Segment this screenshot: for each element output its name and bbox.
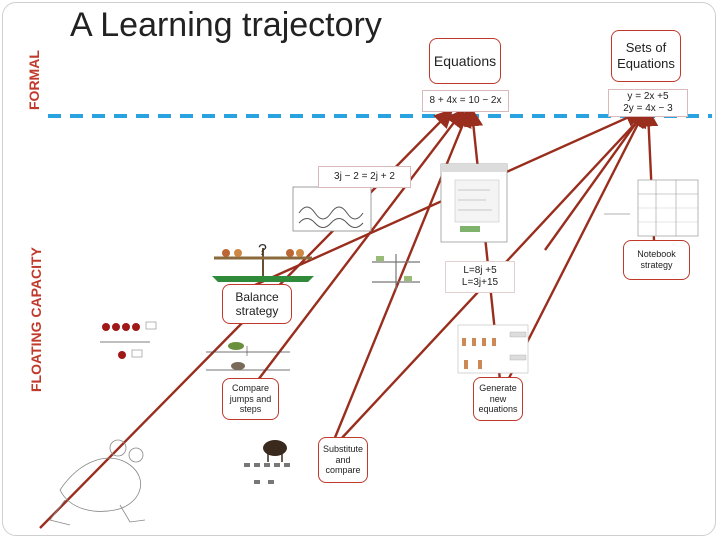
graph-thumbnail xyxy=(292,186,372,232)
sets-of-equations-label: Sets of Equations xyxy=(617,40,675,71)
equations-node: Equations xyxy=(429,38,501,84)
generate-equations-node: Generate new equations xyxy=(473,377,523,421)
l-equations-box: L=8j +5 L=3j+15 xyxy=(445,261,515,293)
arrow-generate-to-sets xyxy=(506,107,647,381)
small-balance-thumbnail xyxy=(372,254,420,290)
compare-jumps-label: Compare jumps and steps xyxy=(229,382,272,415)
set-example-line-1: y = 2x +5 xyxy=(627,90,669,102)
notebook-strategy-label: Notebook strategy xyxy=(637,249,676,270)
counter-thumbnail xyxy=(457,324,529,374)
arrow-table-to-sets xyxy=(544,108,647,251)
balance-scale-thumbnail: ? xyxy=(212,242,314,282)
floating-equation-text: 3j − 2 = 2j + 2 xyxy=(334,170,395,182)
l-equation-line-2: L=3j+15 xyxy=(461,277,499,288)
sets-of-equations-node: Sets of Equations xyxy=(611,30,681,82)
number-line-thumbnail xyxy=(206,342,290,371)
frog-sketch xyxy=(49,439,146,526)
table-thumbnail xyxy=(604,179,699,237)
l-equation-line-1: L=8j +5 xyxy=(463,264,497,276)
substitute-compare-label: Substitute and compare xyxy=(322,443,364,476)
software-window-thumbnail xyxy=(440,163,508,243)
svg-text:?: ? xyxy=(258,242,267,259)
equations-label: Equations xyxy=(433,52,497,69)
arrow-compare-to-equation xyxy=(257,108,465,381)
compare-jumps-node: Compare jumps and steps xyxy=(222,378,279,420)
generate-equations-label: Generate new equations xyxy=(478,382,518,415)
balance-strategy-label: Balance strategy xyxy=(235,289,279,318)
floating-equation-box: 3j − 2 = 2j + 2 xyxy=(318,166,411,188)
yak-beads-thumbnail xyxy=(244,440,290,484)
equation-example-box: 8 + 4x = 10 − 2x xyxy=(422,90,509,112)
apples-thumbnail xyxy=(100,321,157,359)
substitute-compare-node: Substitute and compare xyxy=(318,437,368,483)
equation-example-text: 8 + 4x = 10 − 2x xyxy=(429,94,502,106)
balance-strategy-node: Balance strategy xyxy=(222,284,292,324)
set-example-box: y = 2x +5 2y = 4x − 3 xyxy=(608,89,688,117)
notebook-strategy-node: Notebook strategy xyxy=(623,240,690,280)
slide-title: A Learning trajectory xyxy=(70,6,382,44)
set-example-line-2: 2y = 4x − 3 xyxy=(623,103,673,114)
